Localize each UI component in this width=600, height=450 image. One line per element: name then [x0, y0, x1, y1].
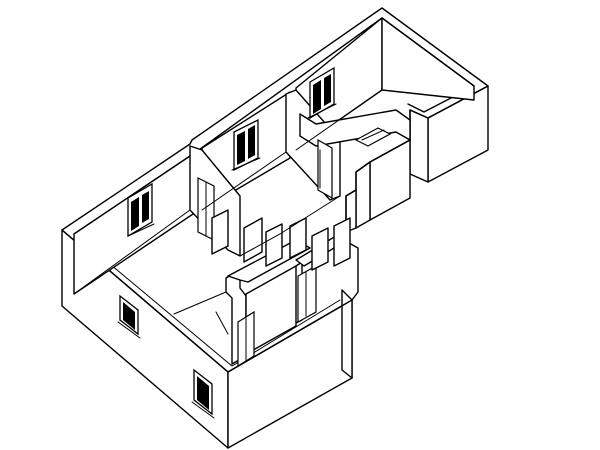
window-icon: [307, 66, 337, 120]
hall-floor-line: [239, 195, 341, 257]
window-icon: [117, 294, 141, 339]
window-icon: [127, 182, 155, 238]
hall-stub-2: [243, 217, 263, 263]
hall-stub-1: [211, 209, 229, 255]
entry-recess-wall: [369, 139, 411, 221]
hall-stub-6: [333, 217, 351, 267]
entry-recess-side: [355, 161, 371, 229]
exterior-walls: [61, 85, 489, 449]
window-icon: [191, 368, 215, 419]
hall-stub-5: [311, 227, 329, 271]
door-icon: [297, 264, 317, 324]
door-icon: [354, 127, 392, 147]
door-icon: [197, 177, 215, 241]
windows: [117, 66, 337, 419]
doors: [197, 127, 392, 368]
kitchen-right-wall: [381, 17, 475, 101]
left-wall-inner-top: [73, 233, 341, 367]
utility-block-side: [409, 109, 429, 183]
hallway-wall-stubs: [211, 195, 351, 271]
hall-stub-3: [265, 223, 283, 267]
floor-lines: [73, 89, 383, 335]
bathroom-exterior-wall: [341, 289, 353, 379]
outer-perimeter: [61, 7, 489, 373]
window-icon: [231, 118, 261, 172]
door-icon: [317, 138, 333, 200]
partition-kitchen-corridor: [299, 109, 411, 147]
utility-block-front: [427, 85, 489, 183]
door-icon: [237, 310, 255, 368]
